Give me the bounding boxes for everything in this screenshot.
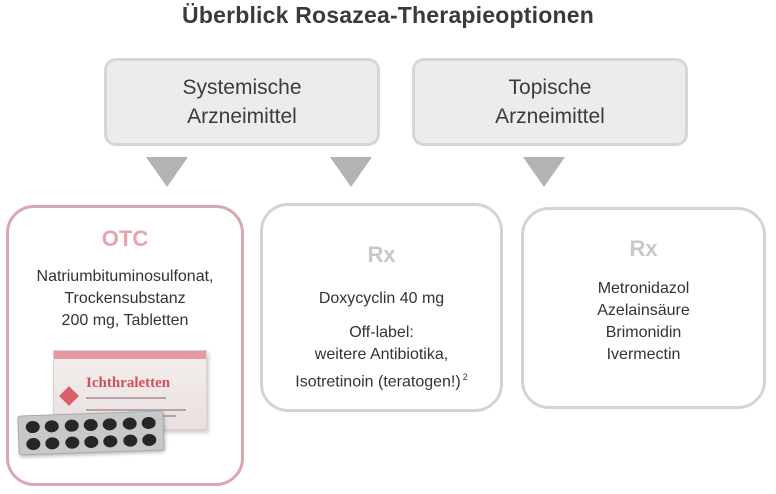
category-systemic-line2: Arzneimittel xyxy=(187,105,297,128)
tablet-icon xyxy=(64,435,80,449)
tablet-icon xyxy=(122,433,138,447)
category-systemic-line1: Systemische xyxy=(182,76,302,99)
tablet-icon xyxy=(141,433,157,446)
otc-line: Trockensubstanz xyxy=(64,290,186,307)
rx-topical-drugs: Metronidazol Azelainsäure Brimonidin Ive… xyxy=(524,278,763,366)
tablet-icon xyxy=(45,436,60,450)
offlabel-line: Isotretinoin (teratogen!)2 xyxy=(263,366,500,393)
offlabel-title: Off-label: xyxy=(349,324,414,341)
drug-item: Metronidazol xyxy=(597,280,690,297)
offlabel-line: weitere Antibiotika, xyxy=(314,346,449,363)
brand-logo-icon xyxy=(59,386,79,406)
tablet-icon xyxy=(44,419,60,433)
blister-pack-image xyxy=(17,410,165,456)
rx-systemic-drug: Doxycyclin 40 mg xyxy=(318,290,445,307)
tablet-icon xyxy=(84,435,99,448)
package-band xyxy=(54,351,206,359)
diagram-title: Überblick Rosazea-Therapieoptionen xyxy=(182,2,594,28)
rx-systemic-box: Rx Doxycyclin 40 mg Off-label: weitere A… xyxy=(260,203,503,412)
arrow-down-icon xyxy=(523,157,565,187)
package-text-line xyxy=(86,397,166,399)
rx-systemic-label: Rx xyxy=(367,242,396,267)
tablet-icon xyxy=(64,418,79,432)
category-topical-line1: Topische xyxy=(508,76,592,99)
tablet-icon xyxy=(103,434,118,448)
rx-topical-label: Rx xyxy=(629,236,658,261)
rx-topical-box: Rx Metronidazol Azelainsäure Brimonidin … xyxy=(521,207,766,409)
footnote-marker: 2 xyxy=(462,372,468,382)
product-name: Ichthraletten xyxy=(86,375,171,391)
tablet-icon xyxy=(122,416,137,430)
category-topical-line2: Arzneimittel xyxy=(495,105,605,128)
tablet-icon xyxy=(25,420,41,433)
rx-systemic-offlabel: Off-label: weitere Antibiotika, Isotreti… xyxy=(263,322,500,393)
drug-item: Ivermectin xyxy=(606,346,681,363)
tablet-icon xyxy=(83,418,98,431)
category-systemic: Systemische Arzneimittel xyxy=(104,58,380,146)
arrow-down-icon xyxy=(146,157,188,187)
tablet-icon xyxy=(141,416,156,429)
offlabel-line-text: Isotretinoin (teratogen!) xyxy=(295,373,461,391)
otc-line: Natriumbituminosulfonat, xyxy=(36,268,214,285)
otc-description: Natriumbituminosulfonat, Trockensubstanz… xyxy=(9,266,241,332)
drug-item: Brimonidin xyxy=(605,324,682,341)
tablet-icon xyxy=(102,417,118,431)
category-topical: Topische Arzneimittel xyxy=(412,58,688,146)
otc-label: OTC xyxy=(101,226,149,251)
tablet-icon xyxy=(26,437,41,450)
package-text-line xyxy=(86,409,186,411)
arrow-down-icon xyxy=(330,157,372,187)
otc-line: 200 mg, Tabletten xyxy=(61,312,189,329)
drug-item: Azelainsäure xyxy=(597,302,690,319)
